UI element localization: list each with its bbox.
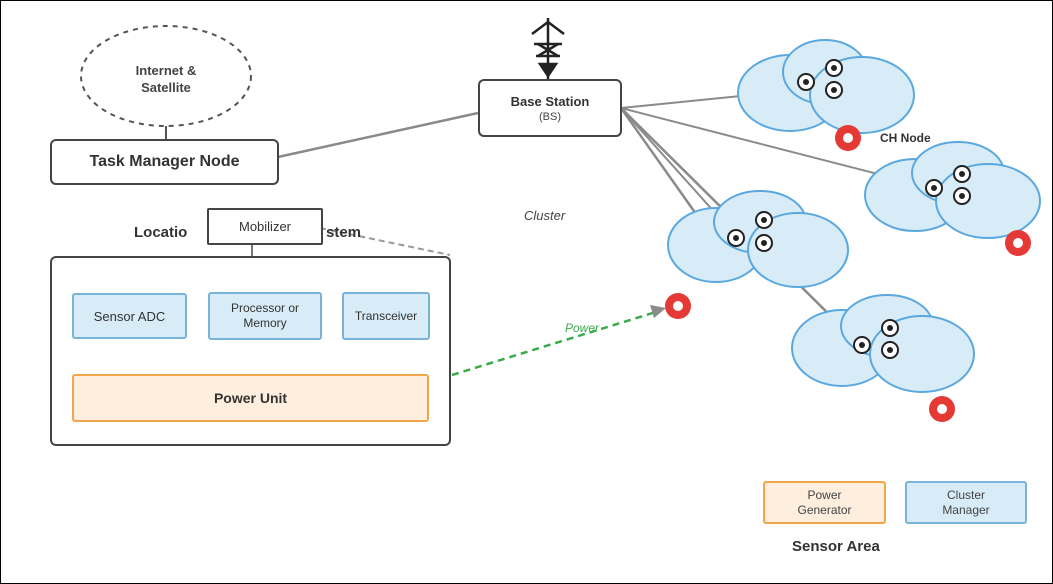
base-station-subtitle: (BS)	[539, 110, 561, 123]
location-system-label-right: stem	[326, 224, 362, 241]
base-station-node[interactable]: Base Station (BS)	[478, 79, 622, 137]
internet-cloud	[80, 25, 252, 127]
ch-node-label: CH Node	[880, 131, 931, 145]
sensor-dot-centers	[733, 65, 965, 353]
mobilizer-dashed-link	[319, 227, 451, 256]
sensor-adc-unit[interactable]: Sensor ADC	[72, 293, 187, 339]
cluster-1	[737, 39, 915, 134]
transceiver-unit[interactable]: Transceiver	[342, 292, 430, 340]
location-system-label-left: Locatio	[134, 224, 188, 241]
cluster-2	[864, 141, 1041, 239]
base-station-title: Base Station	[510, 93, 590, 109]
power-link-label: Power	[565, 321, 600, 335]
sensor-area-label: Sensor Area	[792, 538, 880, 555]
cluster-4	[791, 294, 975, 393]
cluster-label: Cluster	[524, 208, 566, 223]
mobilizer-box[interactable]: Mobilizer	[207, 208, 323, 245]
task-manager-to-base-station-link	[277, 111, 479, 159]
power-dashed-arrow	[451, 310, 657, 377]
power-unit[interactable]: Power Unit	[72, 374, 429, 422]
antenna-icon	[531, 18, 565, 80]
task-manager-node[interactable]: Task Manager Node	[50, 139, 279, 185]
internet-label: Internet & Satellite	[135, 63, 197, 95]
ch-nodes	[665, 125, 1031, 422]
power-arrow-head	[650, 305, 666, 318]
legend-cluster-manager: Cluster Manager	[905, 481, 1027, 524]
processor-memory-unit[interactable]: Processor or Memory	[208, 292, 322, 340]
cluster-3	[667, 190, 849, 288]
legend-power-generator: Power Generator	[763, 481, 886, 524]
